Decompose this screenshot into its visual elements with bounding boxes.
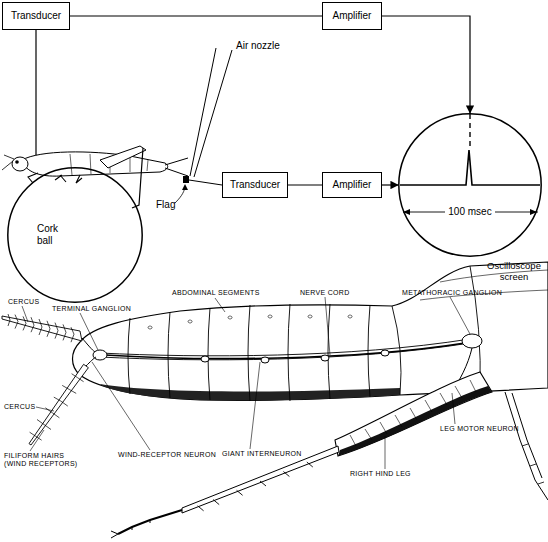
air-nozzle — [190, 48, 232, 177]
tarsal-claw — [111, 520, 150, 538]
circle-outline — [7, 167, 143, 303]
metathoracic-ganglion — [462, 334, 482, 348]
oscilloscope-screen: 100 msecOscilloscope screen — [398, 113, 542, 257]
signal-connector — [288, 184, 322, 185]
amplifier-box: Amplifier — [322, 2, 382, 30]
transducer-box: Transducer — [222, 172, 288, 198]
filiform-hair — [8, 314, 74, 342]
anatomy-label: NERVE CORD — [300, 289, 350, 297]
anatomy-label: METATHORACIC GANGLION — [402, 289, 502, 297]
abdominal-ganglion — [201, 356, 209, 362]
flag-rod — [189, 180, 222, 185]
middle-leg — [505, 392, 548, 500]
abdominal-ganglion — [321, 355, 329, 361]
abdominal-ganglion — [381, 350, 389, 356]
femur-shading — [338, 386, 492, 456]
abdominal-segment-line — [128, 266, 480, 401]
circle-outline — [399, 114, 541, 256]
transducer-box: Transducer — [2, 2, 70, 30]
nerve-cord — [100, 339, 470, 360]
hind-femur — [335, 372, 492, 456]
part-label: Flag — [156, 199, 175, 211]
cricket-eye — [15, 160, 19, 164]
hind-leg — [100, 146, 146, 168]
anatomy-label: GIANT INTERNEURON — [222, 450, 302, 458]
leader-line — [22, 297, 470, 469]
dashed-signal — [469, 114, 470, 148]
filiform-hair — [30, 374, 84, 441]
cricket-cercus — [165, 158, 188, 176]
anatomy-label: WIND-RECEPTOR NEURON — [118, 451, 216, 459]
anatomy-label: CERCUS — [8, 298, 39, 306]
cork-ball: Cork ball — [7, 167, 143, 303]
cricket-body — [22, 152, 168, 176]
time-scale-label: 100 msec — [445, 206, 495, 218]
oscilloscope-trace — [400, 150, 540, 185]
amplifier-box: Amplifier — [322, 172, 382, 198]
abdominal-ganglion — [261, 357, 269, 363]
signal-connector — [382, 16, 470, 113]
hind-leg — [132, 148, 143, 208]
transducer-wire — [35, 30, 36, 156]
cork-ball-label: Cork ball — [37, 223, 69, 246]
signal-connector — [70, 15, 322, 16]
circle-outline — [398, 113, 542, 257]
part-label: Air nozzle — [236, 40, 280, 52]
box-label: Amplifier — [333, 179, 372, 191]
leader-arrowhead — [182, 184, 188, 190]
cricket-head — [12, 157, 28, 171]
giant-interneuron — [105, 343, 465, 359]
anatomy-label: RIGHT HIND LEG — [350, 470, 411, 478]
femur-striation — [350, 380, 476, 446]
box-label: Transducer — [230, 179, 280, 191]
oscilloscope-caption: Oscilloscope screen — [484, 261, 544, 283]
spiracle — [148, 315, 352, 329]
leg-spine — [522, 444, 544, 484]
tibia-spine — [198, 462, 313, 511]
signal-connector — [382, 184, 398, 185]
box-label: Amplifier — [333, 10, 372, 22]
anatomy-label: CERCUS — [4, 403, 35, 411]
cricket-antenna — [2, 155, 14, 170]
flag — [183, 176, 189, 183]
cricket-leg — [28, 173, 82, 183]
anatomy-label: ABDOMINAL SEGMENTS — [172, 289, 260, 297]
box-label: Transducer — [11, 10, 61, 22]
cercus — [2, 316, 82, 341]
cercus — [29, 364, 88, 445]
circle-outline — [8, 168, 142, 302]
anatomy-label: LEG MOTOR NEURON — [440, 425, 519, 433]
anatomy-label: FILIFORM HAIRS (WIND RECEPTORS) — [4, 452, 78, 468]
anatomy-label: TERMINAL GANGLION — [52, 305, 131, 313]
